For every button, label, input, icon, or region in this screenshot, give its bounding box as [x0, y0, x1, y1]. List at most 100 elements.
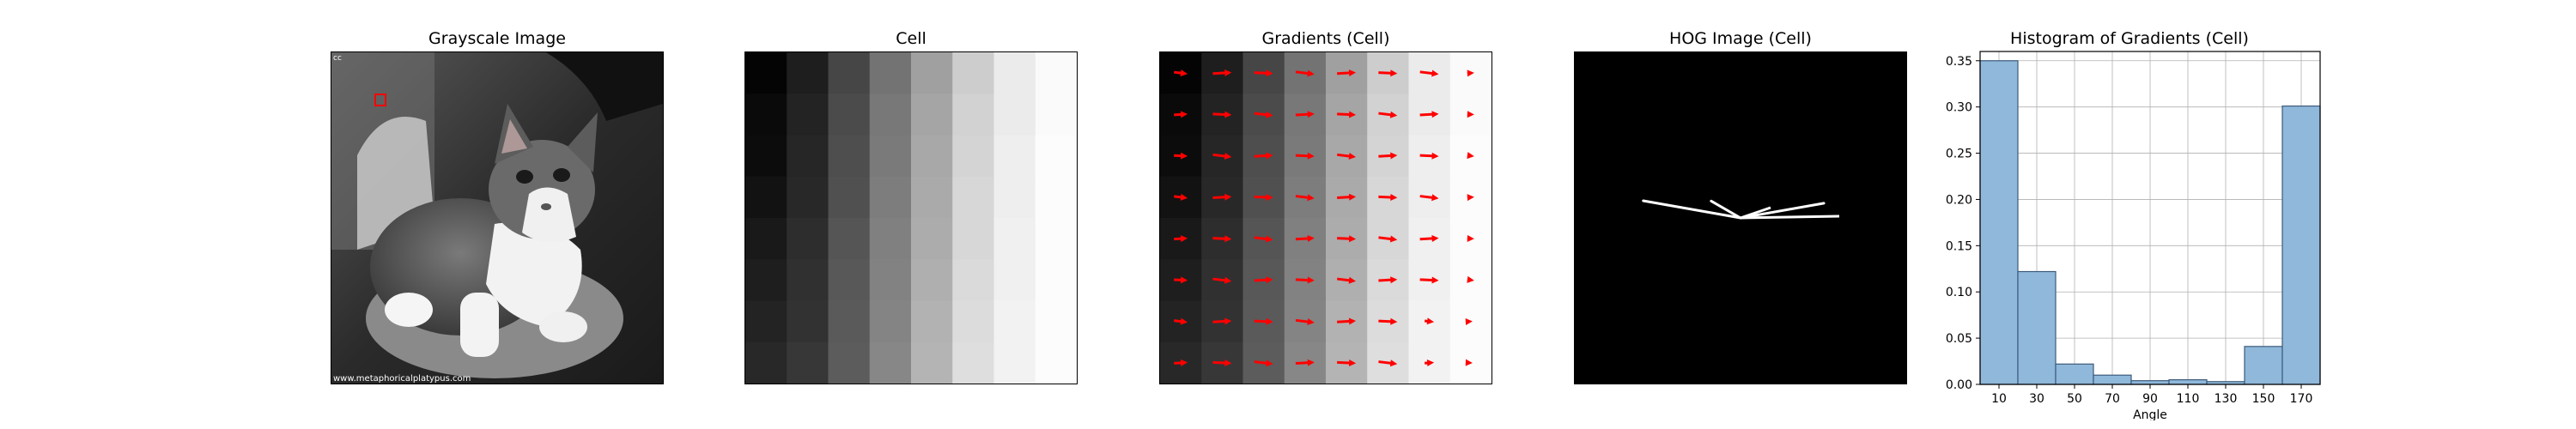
cell-location-box: [374, 94, 386, 106]
histogram-bar: [1979, 60, 2019, 385]
cell-pixel: [911, 259, 953, 301]
gradient-arrow: [1174, 235, 1188, 243]
gradient-arrow: [1254, 111, 1273, 118]
histogram-bar: [2281, 105, 2321, 385]
y-tick-label: 0.05: [1946, 332, 1972, 346]
y-tick-label: 0.30: [1946, 101, 1972, 115]
cell-pixel: [993, 341, 1036, 384]
cell-pixel: [869, 218, 912, 260]
corner-text: cc: [333, 54, 342, 63]
cell-pixel: [911, 300, 953, 343]
cell-pixel: [993, 259, 1036, 301]
gradient-arrow: [1424, 317, 1435, 325]
gradient-arrow: [1419, 152, 1439, 160]
cell-pixel: [993, 176, 1036, 219]
gradient-arrow: [1295, 152, 1315, 160]
hog-title: HOG Image (Cell): [1669, 29, 1812, 48]
gradient-arrow: [1419, 276, 1439, 284]
y-tick-label: 0.35: [1946, 55, 1972, 69]
cell-pixel: [787, 341, 829, 384]
gradient-arrow: [1174, 359, 1188, 366]
y-tick-label: 0.20: [1946, 193, 1972, 207]
cell-pixel: [787, 259, 829, 301]
x-tick-label: 50: [2067, 392, 2082, 406]
gradients-title: Gradients (Cell): [1261, 29, 1390, 48]
histogram-x-label: Angle: [2133, 408, 2167, 420]
cell-pixel: [869, 259, 912, 301]
cell-pixel: [952, 218, 994, 260]
gradient-arrow: [1337, 359, 1357, 366]
gradient-arrow: [1212, 235, 1232, 243]
gradient-arrow: [1419, 194, 1439, 202]
cell-pixel: [828, 176, 871, 219]
hog-line: [1710, 199, 1742, 220]
grayscale-image: cc www.metaphoricalplatypus.com: [331, 51, 664, 384]
cell-pixel: [1035, 259, 1077, 301]
gradient-arrow: [1295, 111, 1315, 118]
cell-pixel: [787, 135, 829, 178]
grayscale-title: Grayscale Image: [428, 29, 566, 48]
x-tick-label: 170: [2290, 392, 2313, 406]
cell-pixel: [869, 176, 912, 219]
gradient-arrow: [1337, 193, 1357, 201]
cell-pixel: [1035, 300, 1077, 343]
gradient-arrow: [1295, 318, 1315, 325]
cell-pixel: [911, 218, 953, 260]
cell-pixel: [952, 259, 994, 301]
gradient-arrow: [1295, 359, 1315, 366]
gradient-arrow: [1212, 359, 1232, 366]
cell-pixel: [787, 300, 829, 343]
gradient-arrow: [1295, 194, 1315, 202]
cell-pixel: [869, 135, 912, 178]
cell-pixel: [869, 300, 912, 343]
gradient-arrow: [1378, 235, 1398, 243]
gradient-arrow: [1174, 317, 1188, 325]
cell-pixel: [993, 135, 1036, 178]
gradient-arrow: [1295, 276, 1315, 284]
cell-pixel: [828, 300, 871, 343]
gradient-arrow: [1295, 69, 1315, 77]
cell-pixel: [911, 52, 953, 94]
cell-pixel: [745, 94, 787, 136]
gradient-arrow: [1378, 111, 1398, 118]
gradient-arrow: [1378, 193, 1398, 201]
cell-pixel: [1035, 218, 1077, 260]
y-tick-label: 0.10: [1946, 286, 1972, 299]
cell-pixel: [869, 94, 912, 136]
histogram-y-ticks: 0.000.050.100.150.200.250.300.35: [1946, 55, 1980, 392]
cell-pixel: [787, 94, 829, 136]
gradient-arrow: [1467, 69, 1474, 77]
histogram-bar: [2168, 379, 2208, 385]
gradient-arrows-plot: [1160, 52, 1492, 384]
cell-image: [744, 51, 1078, 384]
gradient-arrow: [1419, 234, 1439, 242]
gradient-arrow: [1337, 276, 1357, 284]
cell-pixel: [745, 52, 787, 94]
cell-pixel: [993, 300, 1036, 343]
gradient-arrow: [1212, 69, 1232, 76]
cell-pixel: [745, 135, 787, 178]
cell-pixel: [952, 52, 994, 94]
gradient-arrow: [1378, 317, 1398, 325]
gradient-arrow: [1174, 69, 1188, 77]
gradient-arrow: [1337, 317, 1357, 325]
gradient-arrow: [1337, 111, 1357, 118]
gradient-arrow: [1212, 111, 1232, 118]
cell-pixel: [828, 218, 871, 260]
cell-pixel: [745, 341, 787, 384]
hog-line: [1642, 199, 1742, 220]
histogram-bar: [2093, 374, 2132, 385]
cell-pixel: [787, 218, 829, 260]
cell-pixel-grid: [745, 52, 1077, 384]
gradient-arrow: [1337, 69, 1357, 76]
cell-pixel: [1035, 341, 1077, 384]
histogram-bar: [2244, 346, 2283, 385]
cell-pixel: [911, 176, 953, 219]
gradient-arrow: [1295, 234, 1315, 242]
gradient-arrow: [1419, 69, 1439, 77]
cell-pixel: [745, 300, 787, 343]
gradient-arrow: [1254, 69, 1273, 77]
gradient-arrow: [1465, 317, 1473, 325]
